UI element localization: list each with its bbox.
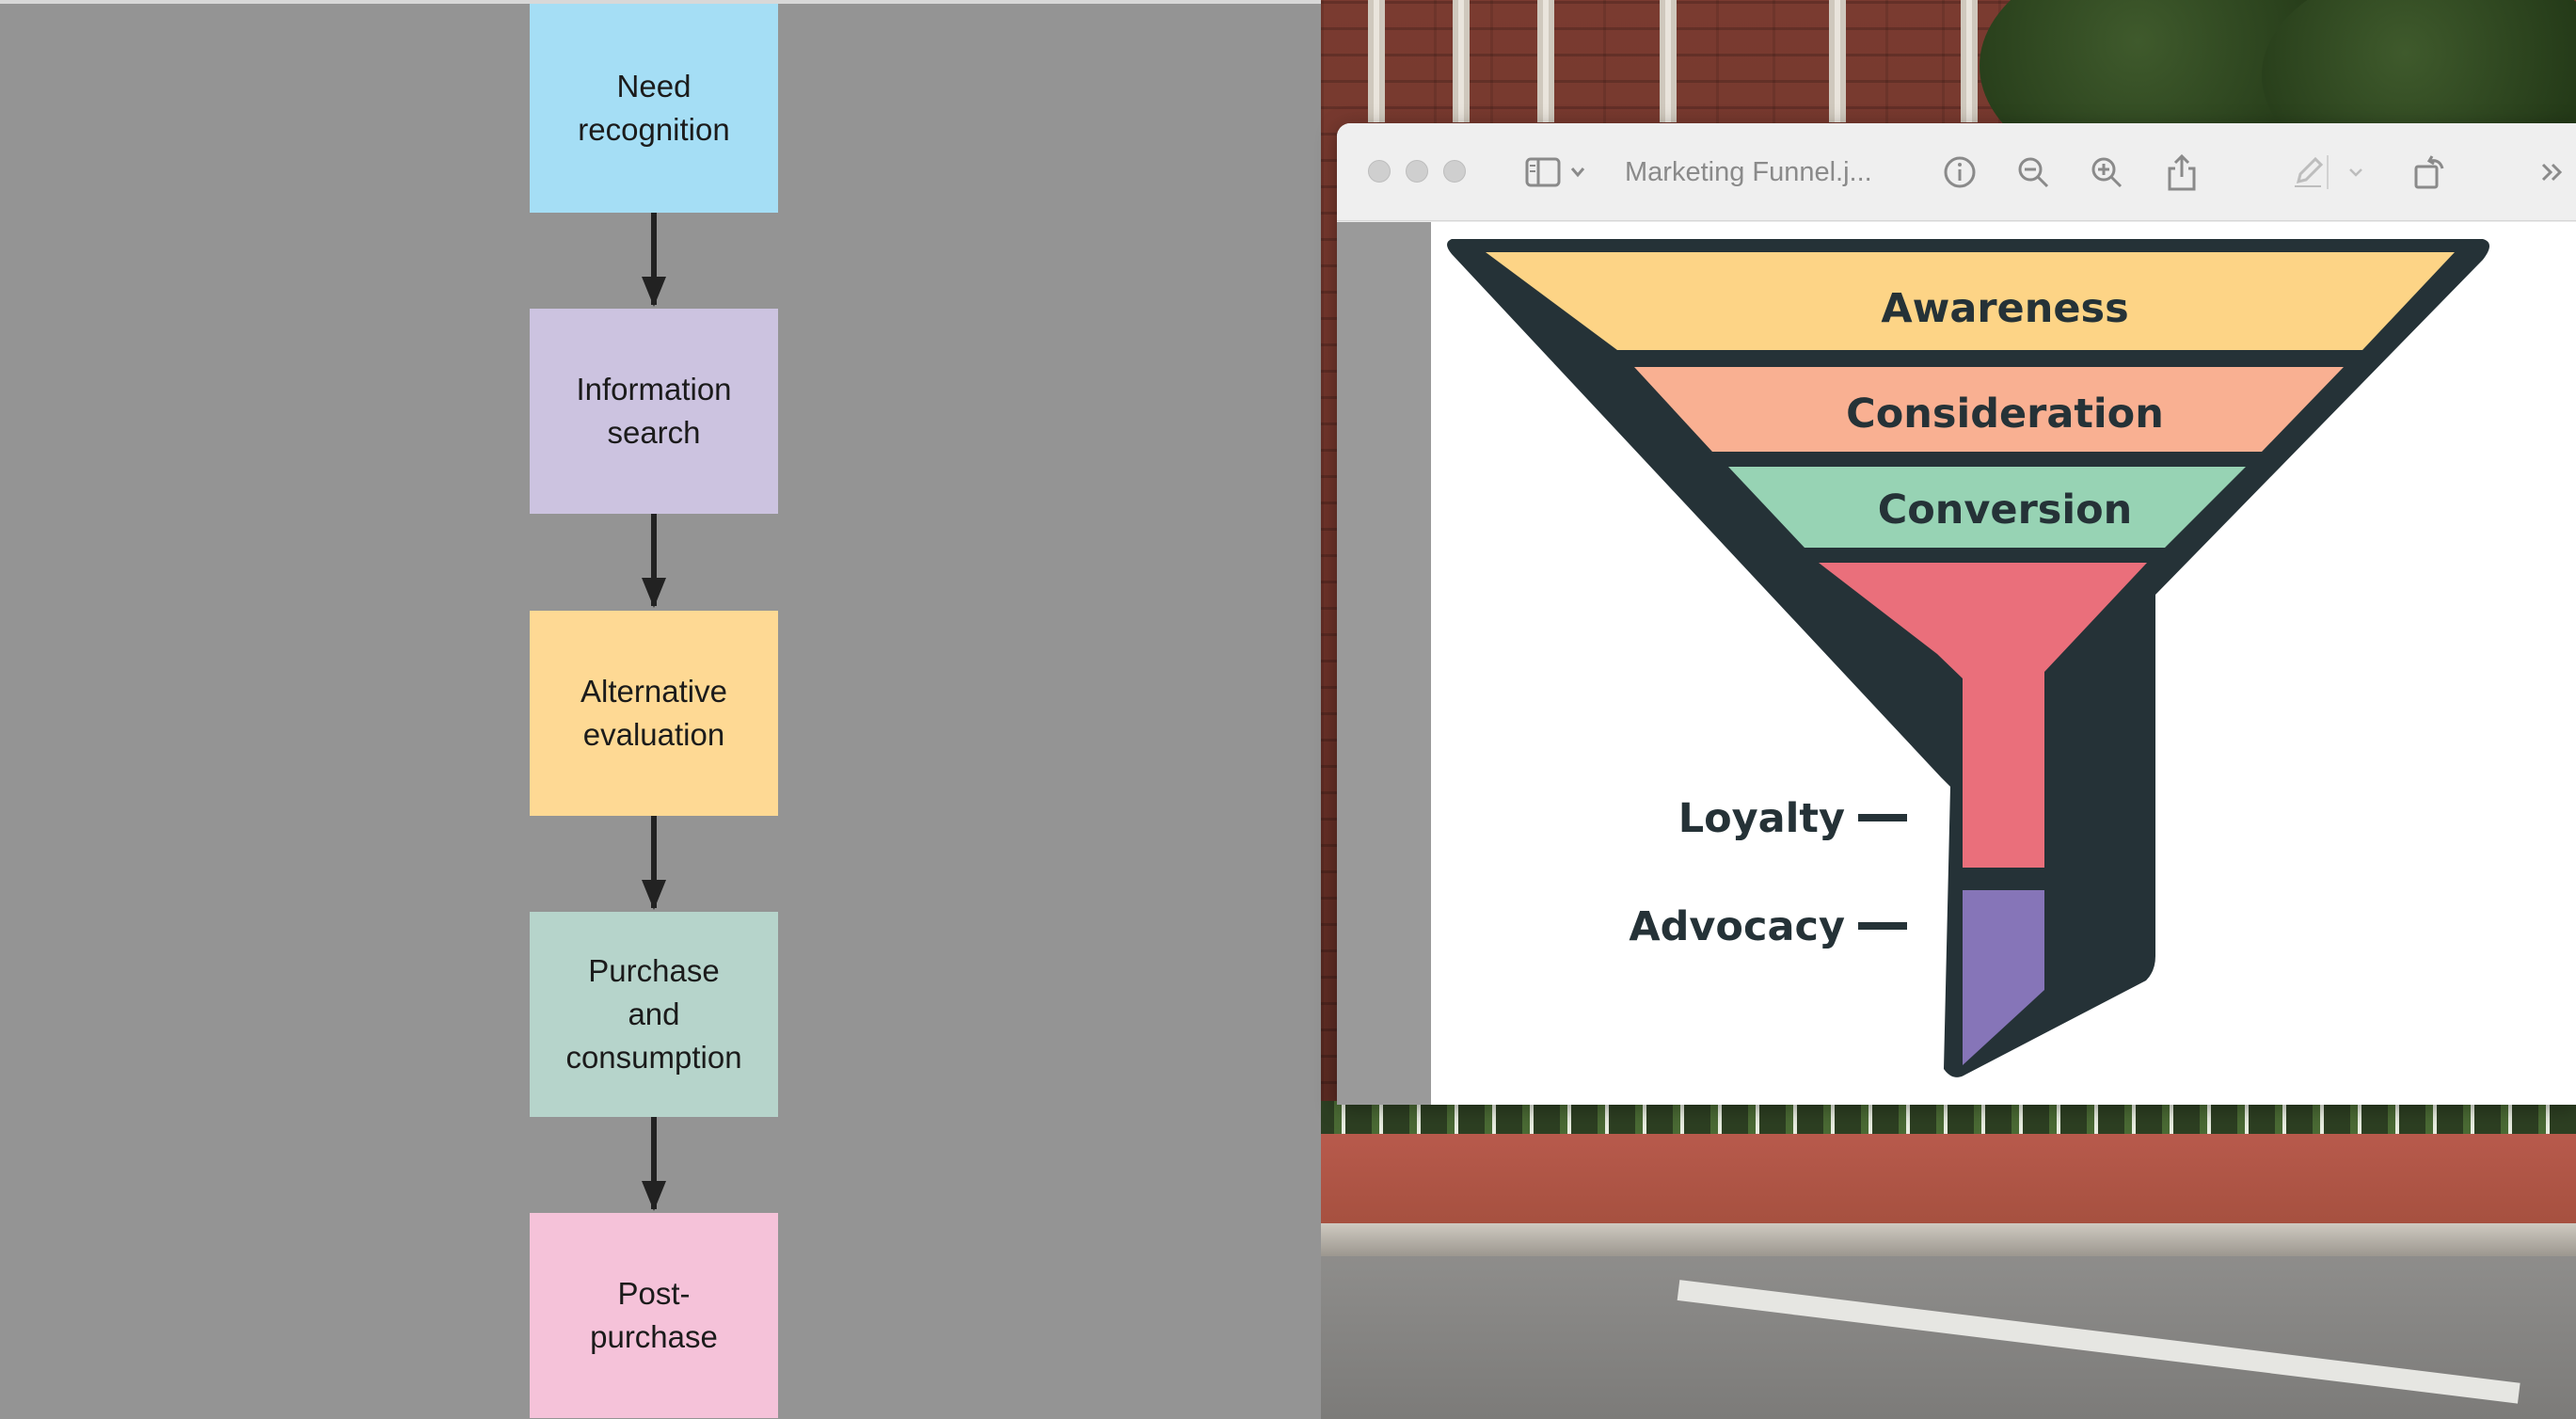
step-information-search: Information search (530, 309, 778, 514)
zoom-out-icon[interactable] (2012, 151, 2054, 193)
step-label: Post- purchase (590, 1276, 718, 1354)
diagram-window: Need recognition Information search Alte… (0, 0, 1321, 1419)
share-icon[interactable] (2161, 151, 2202, 193)
marketing-funnel-image: Awareness Consideration Conversion Loyal… (1447, 239, 2489, 1077)
flow-arrow (642, 213, 666, 307)
building-window (1829, 0, 1846, 122)
building-window (1961, 0, 1978, 122)
step-alternative-evaluation: Alternative evaluation (530, 611, 778, 816)
close-button[interactable] (1368, 160, 1391, 183)
sidewalk (1321, 1134, 2576, 1228)
minimize-button[interactable] (1406, 160, 1428, 183)
zoom-window-button[interactable] (1443, 160, 1466, 183)
loyalty-leader-line (1858, 814, 1907, 821)
building-window (1537, 0, 1554, 122)
flow-arrow (642, 816, 666, 910)
step-label: Need recognition (578, 69, 730, 147)
curb (1321, 1223, 2576, 1256)
toolbar-divider (2327, 155, 2329, 189)
funnel-stage-consideration (1634, 367, 2344, 452)
advocacy-leader-line (1858, 922, 1907, 930)
building-window (1453, 0, 1470, 122)
step-purchase-consumption: Purchase and consumption (530, 912, 778, 1117)
step-label: Purchase and consumption (565, 953, 742, 1075)
building-window (1368, 0, 1385, 122)
sidebar-icon[interactable] (1523, 151, 1593, 193)
zoom-in-icon[interactable] (2086, 151, 2127, 193)
info-icon[interactable] (1939, 151, 1980, 193)
flow-arrow (642, 1117, 666, 1211)
funnel-stage-awareness (1486, 252, 2455, 350)
preview-window: Marketing Funnel.j... (1337, 123, 2576, 1105)
awareness-label: Awareness (1881, 285, 2128, 332)
step-post-purchase: Post- purchase (530, 1213, 778, 1418)
step-label: Alternative evaluation (580, 674, 727, 752)
image-canvas: Awareness Consideration Conversion Loyal… (1431, 222, 2576, 1105)
conversion-label: Conversion (1878, 486, 2133, 534)
funnel-stage-loyalty (1819, 563, 2147, 868)
loyalty-label: Loyalty (1678, 795, 1845, 842)
flow-arrow (642, 514, 666, 608)
chevron-down-icon[interactable] (2342, 151, 2370, 193)
funnel-stage-advocacy (1963, 890, 2044, 1065)
building-window (1660, 0, 1677, 122)
rotate-icon[interactable] (2409, 151, 2451, 193)
window-title: Marketing Funnel.j... (1625, 157, 1872, 187)
advocacy-label: Advocacy (1629, 903, 1845, 950)
consideration-label: Consideration (1846, 391, 2164, 438)
step-need-recognition: Need recognition (530, 4, 778, 213)
hedge (1321, 1101, 2576, 1139)
step-label: Information search (576, 372, 732, 450)
window-titlebar[interactable]: Marketing Funnel.j... (1337, 123, 2576, 221)
funnel-stage-conversion (1728, 467, 2246, 548)
road (1321, 1256, 2576, 1419)
chevrons-right-icon[interactable] (2534, 151, 2571, 193)
pencil-icon[interactable] (2287, 151, 2329, 193)
preview-content: Awareness Consideration Conversion Loyal… (1337, 222, 2576, 1105)
